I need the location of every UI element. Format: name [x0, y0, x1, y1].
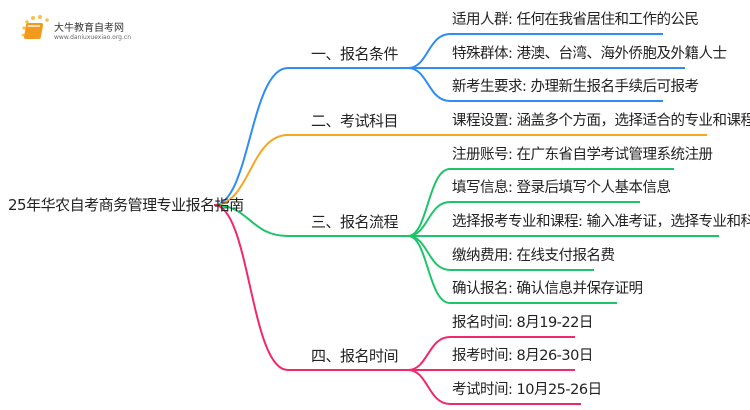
leaf-topic: 报名时间: 8月19-22日	[452, 315, 593, 331]
branch-connector	[213, 204, 412, 371]
branch-label: 四、报名时间	[311, 347, 399, 365]
leaf-topic: 新考生要求: 办理新生报名手续后可报考	[452, 79, 699, 95]
leaf-topic: 特殊群体: 港澳、台湾、海外侨胞及外籍人士	[452, 46, 727, 62]
logo-url: www.daniuxuexiao.org.cn	[54, 34, 131, 41]
leaf-connector	[407, 67, 663, 102]
leaf-connector	[407, 336, 575, 371]
leaf-topic: 报考时间: 8月26-30日	[452, 348, 593, 364]
leaf-topic: 填写信息: 登录后填写个人基本信息	[452, 180, 671, 196]
leaf-topic: 选择报考专业和课程: 输入准考证，选择专业和科目	[452, 214, 750, 230]
leaf-connector	[407, 168, 674, 237]
leaf-connector	[407, 235, 617, 304]
branch-label: 一、报名条件	[311, 45, 399, 63]
book-logo-icon	[21, 15, 49, 39]
leaf-topic: 课程设置: 涵盖多个方面，选择适合的专业和课程	[452, 113, 750, 129]
leaf-connector	[407, 33, 663, 69]
leaf-topic: 注册账号: 在广东省自学考试管理系统注册	[452, 147, 713, 163]
leaf-topic: 确认报名: 确认信息并保存证明	[452, 281, 643, 297]
branch-connector	[213, 204, 412, 237]
branch-connector	[213, 134, 412, 206]
leaf-topic: 考试时间: 10月25-26日	[452, 382, 602, 398]
leaf-connector	[407, 201, 640, 237]
logo-title: 大牛教育自考网	[54, 23, 124, 34]
leaf-connector	[407, 369, 581, 405]
branch-label: 二、考试科目	[311, 112, 399, 130]
branch-label: 三、报名流程	[311, 213, 399, 231]
branch-connector	[213, 67, 412, 206]
leaf-topic: 缴纳费用: 在线支付报名费	[452, 248, 615, 264]
root-topic: 25年华农自考商务管理专业报名指南	[8, 196, 244, 214]
leaf-topic: 适用人群: 任何在我省居住和工作的公民	[452, 12, 699, 28]
